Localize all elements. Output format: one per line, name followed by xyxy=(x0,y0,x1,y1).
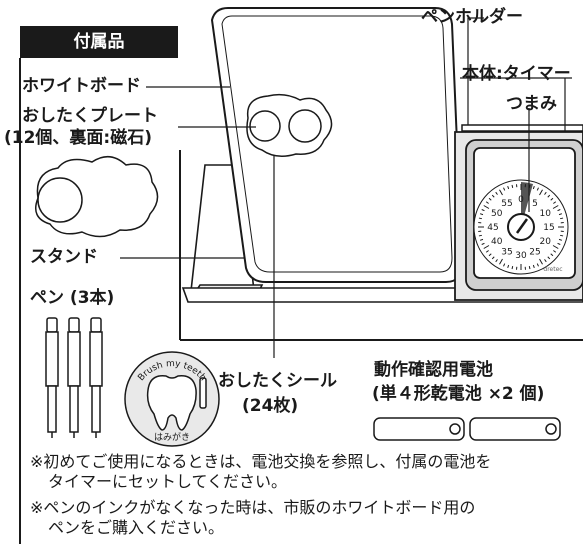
dial-number: 15 xyxy=(543,223,554,233)
dial-tick xyxy=(557,242,561,245)
dial-tick xyxy=(479,238,484,241)
dial-number: 40 xyxy=(491,237,503,247)
dial-tick xyxy=(483,245,490,249)
pens xyxy=(45,317,103,438)
dial-tick xyxy=(481,242,485,245)
note-2-line-1: ※ペンのインクがなくなった時は、市販のホワイトボード用の xyxy=(30,498,476,517)
plate-on-board xyxy=(246,93,333,157)
dial-tick xyxy=(503,187,506,191)
dial-tick xyxy=(550,197,554,201)
dial-number: 25 xyxy=(529,247,540,257)
dial-tick xyxy=(557,209,561,212)
dial-tick xyxy=(488,253,492,257)
dial-tick xyxy=(495,259,498,263)
accessories-heading: 付属品 xyxy=(20,26,178,58)
dial-tick xyxy=(552,245,559,249)
label-body-timer: 本体:タイマー xyxy=(462,64,571,84)
dial-tick xyxy=(495,191,498,195)
dial-tick xyxy=(558,238,563,241)
dial-tick xyxy=(478,217,482,220)
label-whiteboard: ホワイトボード xyxy=(22,76,141,96)
dial-tick xyxy=(511,184,514,188)
label-battery-detail: (単４形乾電池 ×2 個) xyxy=(372,384,545,404)
dial-tick xyxy=(485,250,489,253)
pen xyxy=(89,317,103,438)
dial-tick xyxy=(507,264,510,269)
dial-tick xyxy=(499,189,503,196)
accessories-heading-text: 付属品 xyxy=(73,32,125,52)
dial-tick xyxy=(491,256,495,260)
dial-tick xyxy=(481,209,485,212)
dial-tick xyxy=(478,234,482,237)
pen xyxy=(45,317,59,438)
dial-tick xyxy=(488,197,492,201)
dial-tick xyxy=(544,191,547,195)
label-plate: おしたくプレート xyxy=(22,106,158,126)
whiteboard xyxy=(210,7,464,283)
dial-tick xyxy=(485,201,489,204)
dial-tick xyxy=(479,213,484,216)
dial-tick xyxy=(539,258,543,265)
dial-tick xyxy=(553,250,557,253)
note-1-line-1: ※初めてご使用になるときは、電池交換を参照し、付属の電池を xyxy=(30,452,492,471)
dial-tick xyxy=(539,189,543,196)
dial-tick xyxy=(552,205,559,209)
pen xyxy=(67,317,81,438)
dial-tick xyxy=(560,234,564,237)
dial-number: 30 xyxy=(515,251,527,261)
dial-tick xyxy=(553,201,557,204)
dial-tick xyxy=(499,258,503,265)
product-frame xyxy=(179,150,583,341)
batteries xyxy=(373,417,561,441)
dial-tick xyxy=(511,266,514,270)
dial-tick xyxy=(536,263,539,267)
dial-number: 55 xyxy=(501,199,512,209)
dial-tick xyxy=(507,185,510,190)
dial-number: 50 xyxy=(491,209,503,219)
pen-holder xyxy=(461,124,583,132)
dial-tick xyxy=(532,185,535,190)
label-battery: 動作確認用電池 xyxy=(374,360,493,380)
dial-number: 45 xyxy=(487,223,498,233)
dial-tick xyxy=(491,194,495,198)
sticker-bottom-text: はみがき xyxy=(154,431,190,443)
label-sticker-detail: (24枚) xyxy=(242,396,299,416)
note-1-line-2: タイマーにセットしてください。 xyxy=(48,472,288,491)
label-stand: スタンド xyxy=(30,247,98,267)
label-pen: ペン (3本) xyxy=(30,288,115,308)
dial-tick xyxy=(503,263,506,267)
dial-tick xyxy=(558,213,563,216)
dial-tick xyxy=(560,217,564,220)
dial-number: 5 xyxy=(532,199,538,209)
dial-tick xyxy=(532,264,535,269)
dial-number: 10 xyxy=(540,209,552,219)
label-knob: つまみ xyxy=(506,94,557,114)
dial-number: 0 xyxy=(518,195,524,205)
dial-tick xyxy=(536,187,539,191)
dial-tick xyxy=(547,194,551,198)
plate-accessory xyxy=(35,156,159,238)
dial-number: 35 xyxy=(501,247,512,257)
label-plate-detail: (12個、裏面:磁石) xyxy=(4,128,152,148)
label-sticker: おしたくシール xyxy=(218,371,337,391)
leader-lines xyxy=(120,17,572,358)
note-2-line-2: ペンをご購入ください。 xyxy=(48,518,225,537)
dial-tick xyxy=(528,266,531,270)
dial-number: 20 xyxy=(540,237,552,247)
dial-tick xyxy=(483,205,490,209)
dial-tick xyxy=(544,259,547,263)
label-pen-holder: ペンホルダー xyxy=(421,7,523,27)
dial-tick xyxy=(547,256,551,260)
timer-brand: dretec xyxy=(543,266,562,273)
dial-tick xyxy=(550,253,554,257)
sticker xyxy=(124,351,220,447)
